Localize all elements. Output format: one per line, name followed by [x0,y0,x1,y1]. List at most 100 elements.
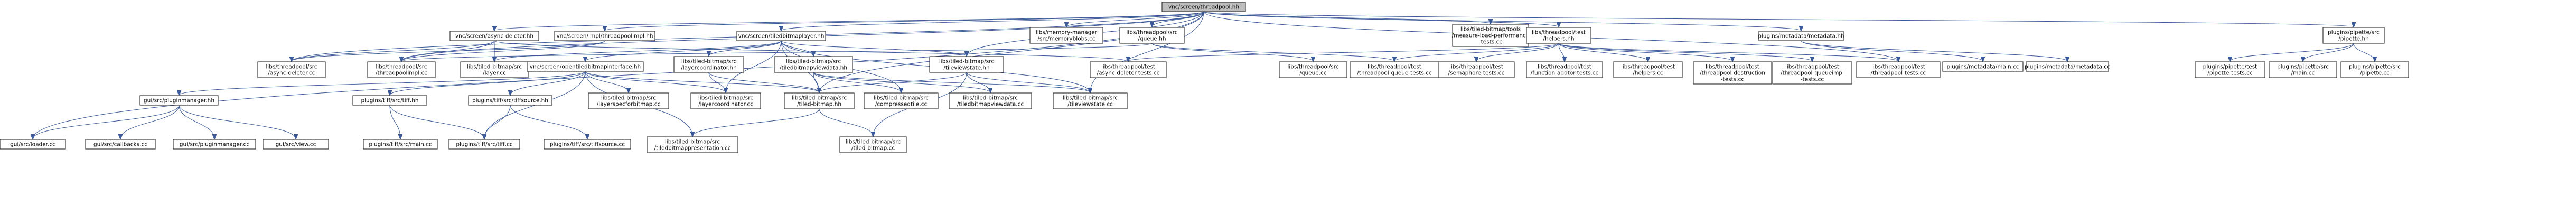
edge-root-to-metadata_hh [1203,11,1801,31]
node-tiff-hh[interactable]: plugins/tiff/src/tiff.hh [352,95,427,106]
node-label-line: /tileviewstate.cc [1067,101,1113,108]
node-gui-loader[interactable]: gui/src/loader.cc [0,139,66,150]
edge-asyncdeleter_hh-to-async_deleter_tests [494,40,1128,61]
node-box [1452,24,1529,47]
node-threadpoolimpl-cc[interactable]: libs/threadpool/src/threadpoolimpl.cc [367,61,436,78]
edge-line [781,40,967,56]
edge-tiff_hh-to-tiff_main [389,105,400,139]
edge-tiledbitmaplayer_hh-to-tileviewstate_hh [781,40,967,56]
node-compressedtile-cc[interactable]: libs/tiled-bitmap/src/compressedtile.cc [864,92,939,109]
node-metadata-cc[interactable]: plugins/metadata/metadata.cc [2025,61,2110,72]
node-label-line: gui/src/view.cc [276,142,316,148]
node-memory-manager[interactable]: libs/memory-manager/src/memoryblobs.cc [1029,27,1103,44]
node-box [736,31,826,41]
node-gui-view[interactable]: gui/src/view.cc [263,139,329,150]
edge-root-to-pipette_hh [1203,11,2354,27]
node-label-line: -tests.cc [1721,77,1745,83]
node-root[interactable]: vnc/screen/threadpool.hh [1161,2,1246,12]
node-label-line: plugins/tiff/src/main.cc [369,142,432,148]
node-tiledbitmapviewdata-cc[interactable]: libs/tiled-bitmap/src/tiledbitmapviewdat… [949,92,1032,109]
node-async-deleter-tests[interactable]: libs/threadpool/test/async-deleter-tests… [1090,61,1167,78]
node-gui-callbacks[interactable]: gui/src/callbacks.cc [85,139,156,150]
node-label-line: /threadpool-queueimpl [1781,70,1844,77]
node-queue-hh[interactable]: libs/threadpool/src/queue.hh [1119,27,1185,44]
node-threadpool-tests[interactable]: libs/threadpool/test/threadpool-tests.cc [1856,61,1941,78]
edge-line [1801,40,1983,61]
node-label-line: gui/src/loader.cc [10,142,55,148]
node-layercoordinator-cc[interactable]: libs/tiled-bitmap/src/layercoordinator.c… [690,92,761,109]
edge-opentiled_hh-to-pluginmanager_hh [179,71,586,95]
node-tiledbitmap-cc[interactable]: libs/tiled-bitmap/src/tiled-bitmap.cc [839,136,907,153]
node-box [1053,92,1128,109]
node-presentation-cc[interactable]: libs/tiled-bitmap/src/tiledbitmappresent… [647,136,738,153]
node-label-line: /measure-load-performance [1452,33,1530,39]
node-tiffsource-cc[interactable]: plugins/tiff/src/tiffsource.cc [544,139,631,150]
edge-root-to-memory_manager [1066,11,1204,27]
edge-line [1476,43,1559,61]
node-box [527,61,644,72]
node-box [690,92,761,109]
edge-pluginmanager_hh-to-gui_view [179,105,296,139]
node-async-deleter-cc[interactable]: libs/threadpool/src/async-deleter.cc [257,61,326,78]
node-box [1119,27,1185,44]
node-label-line: /helpers.cc [1633,70,1663,77]
node-queue-tests[interactable]: libs/threadpool/test/threadpool-queue-te… [1350,61,1439,78]
node-pipette-hh[interactable]: plugins/pipette/src/pipette.hh [2322,27,2385,44]
node-box [544,139,631,150]
node-tiff-cc[interactable]: plugins/tiff/src/tiff.cc [448,139,520,150]
node-layerspecforbitmap[interactable]: libs/tiled-bitmap/src/layerspecforbitmap… [588,92,669,109]
node-destruction-tests[interactable]: libs/threadpool/test/threadpool-destruct… [1693,61,1772,85]
node-tiledbitmap-hh[interactable]: libs/tiled-bitmap/src/tiled-bitmap.hh [784,92,855,109]
node-label-line: vnc/screen/async-deleter.hh [455,33,533,40]
node-tiff-main[interactable]: plugins/tiff/src/main.cc [363,139,438,150]
edge-metadata_hh-to-metadata_cc [1801,40,2067,61]
node-layercoordinator-hh[interactable]: libs/tiled-bitmap/src/layercoordinator.h… [673,56,744,73]
node-pipette-cc[interactable]: plugins/pipette/src/pipette.cc [2340,61,2409,78]
edge-root-to-tiledbitmaplayer_hh [781,11,1204,31]
node-label-line: libs/threadpool/src [1287,64,1338,70]
node-tiledbitmapviewdata-hh[interactable]: libs/tiled-bitmap/src/tiledbitmapviewdat… [774,56,853,73]
node-queueimpl-tests[interactable]: libs/threadpool/test/threadpool-queueimp… [1772,61,1852,85]
node-threadpoolimpl-hh[interactable]: vnc/screen/impl/threadpoolimpl.hh [554,31,655,41]
edge-line [1203,11,1801,31]
node-metadata-hh[interactable]: plugins/metadata/metadata.hh [1758,31,1844,41]
node-pipette-tests[interactable]: plugins/pipette/test/pipette-tests.cc [2195,61,2265,78]
node-test-helpers-hh[interactable]: libs/threadpool/test/helpers.hh [1526,27,1591,44]
node-label-line: libs/threadpool/test [1532,30,1586,36]
edge-line [401,40,605,61]
node-label-line: /tileviewstate.hh [943,65,989,71]
edge-threadpoolimpl_hh-to-threadpoolimpl_cc [401,40,605,61]
node-layer-cc[interactable]: libs/tiled-bitmap/src/layer.cc [460,61,529,78]
node-queue-cc[interactable]: libs/threadpool/src/queue.cc [1279,61,1347,78]
node-semaphore-tests[interactable]: libs/threadpool/test/semaphore-tests.cc [1438,61,1515,78]
edge-line [966,72,1090,92]
node-label-line: -tests.cc [1479,39,1503,45]
node-pluginmanager-hh[interactable]: gui/src/pluginmanager.hh [139,95,219,106]
edge-line [1558,43,1898,61]
node-label-line: /tiledbitmapviewdata.cc [957,101,1024,108]
node-label-line: libs/tiled-bitmap/src [665,139,720,145]
node-pipette-main[interactable]: plugins/pipette/src/main.cc [2269,61,2337,78]
node-function-addtor-tests[interactable]: libs/threadpool/test/function-addtor-tes… [1526,61,1603,78]
node-opentiled-hh[interactable]: vnc/screen/opentiledbitmapinterface.hh [527,61,644,72]
node-metadata-main[interactable]: plugins/metadata/main.cc [1942,61,2024,72]
node-box [173,139,256,150]
node-tileviewstate-cc[interactable]: libs/tiled-bitmap/src/tileviewstate.cc [1053,92,1128,109]
node-label-line: /queue.cc [1299,70,1327,77]
node-gui-pluginmanager[interactable]: gui/src/pluginmanager.cc [173,139,256,150]
node-tiledbitmaplayer-hh[interactable]: vnc/screen/tiledbitmaplayer.hh [736,31,826,41]
node-tileviewstate-hh[interactable]: libs/tiled-bitmap/src/tileviewstate.hh [929,56,1004,73]
node-tiffsource-hh[interactable]: plugins/tiff/src/tiffsource.hh [468,95,552,106]
node-label-line: vnc/screen/impl/threadpoolimpl.hh [556,33,653,40]
node-asyncdeleter-hh[interactable]: vnc/screen/async-deleter.hh [449,31,539,41]
node-measure-tests[interactable]: libs/tiled-bitmap/tools/measure-load-per… [1452,24,1530,47]
edge-tileviewstate_hh-to-tiledbitmapviewdata_cc [966,72,990,92]
edge-asyncdeleter_hh-to-async_deleter_cc [292,40,495,61]
edge-line [1090,11,1204,92]
edge-line [709,40,782,56]
node-label-line: libs/threadpool/test [1871,64,1925,70]
node-helpers-cc[interactable]: libs/threadpool/test/helpers.cc [1613,61,1683,78]
edge-threadpoolimpl_hh-to-async_deleter_cc [292,40,605,61]
node-box [1279,61,1347,78]
